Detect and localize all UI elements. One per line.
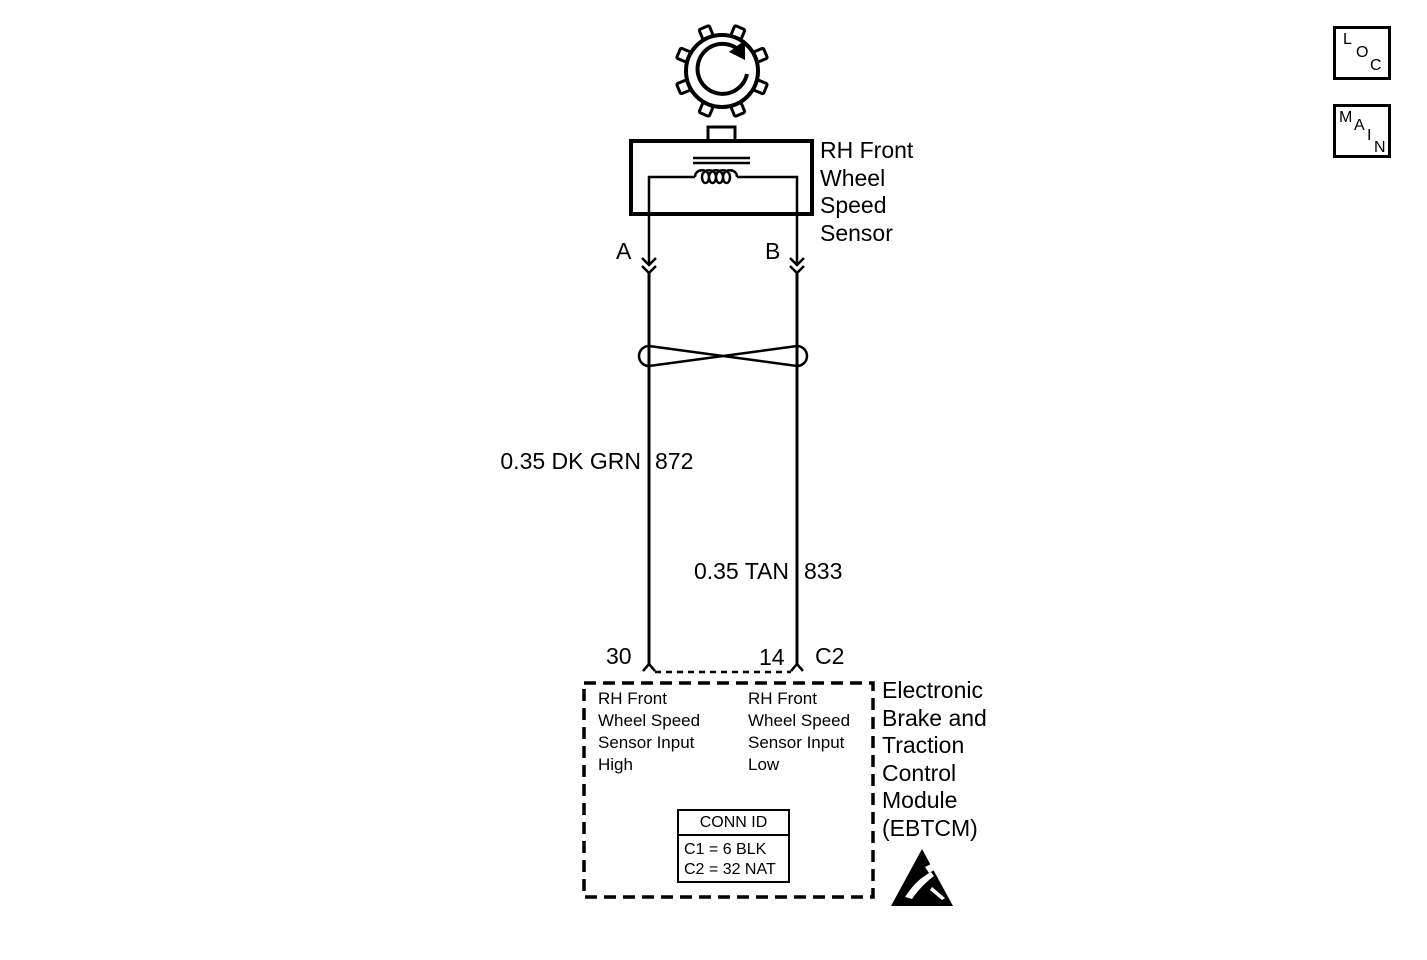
- connector-id-table: CONN ID C1 = 6 BLK C2 = 32 NAT: [677, 809, 790, 883]
- connector-id-row: C1 = 6 BLK: [684, 841, 767, 858]
- module-name-line: Traction: [882, 732, 965, 758]
- sensor-pin-b-label: B: [765, 238, 781, 264]
- sensor-pin-a-label: A: [616, 238, 632, 264]
- module-name-line: Module: [882, 787, 958, 813]
- circuit-wires: [647, 273, 799, 665]
- nav-loc-letter-l: L: [1343, 31, 1352, 48]
- input-high-line: RH Front: [598, 689, 667, 708]
- module-pin-14-label: 14: [759, 644, 785, 670]
- nav-main-letter-a: A: [1354, 117, 1365, 134]
- module-connector-terminals: [642, 662, 804, 674]
- nav-main-letter-i: I: [1367, 127, 1372, 144]
- wire-1-color-label: 0.35 DK GRN: [500, 448, 641, 474]
- connector-id-title: CONN ID: [679, 811, 788, 836]
- input-high-description: RH Front Wheel Speed Sensor Input High: [598, 688, 700, 776]
- module-name-label: Electronic Brake and Traction Control Mo…: [882, 677, 987, 842]
- nav-loc-letter-o: O: [1356, 44, 1369, 61]
- wire-2-color-label: 0.35 TAN: [693, 558, 789, 584]
- location-view-button[interactable]: L O C: [1333, 26, 1391, 80]
- sensor-name-line: RH Front: [820, 137, 914, 163]
- nav-main-letter-m: M: [1339, 109, 1353, 126]
- module-name-line: Electronic: [882, 677, 983, 703]
- input-low-line: Low: [748, 755, 780, 774]
- input-low-description: RH Front Wheel Speed Sensor Input Low: [748, 688, 850, 776]
- wire-1-circuit-label: 872: [655, 448, 694, 474]
- sensor-name-line: Wheel: [820, 164, 886, 191]
- module-connector-label: C2: [815, 643, 845, 669]
- input-high-line: Sensor Input: [598, 733, 695, 752]
- nav-main-letter-n: N: [1374, 139, 1386, 156]
- connector-id-row: C2 = 32 NAT: [684, 861, 776, 878]
- module-name-line: Control: [882, 759, 957, 786]
- module-name-line: Brake and: [882, 704, 987, 731]
- module-pin-30-label: 30: [606, 643, 632, 669]
- sensor-name-line: Speed: [820, 192, 887, 218]
- input-high-line: Wheel Speed: [598, 711, 701, 730]
- esd-warning-icon: [891, 849, 953, 906]
- input-low-line: Sensor Input: [748, 733, 845, 752]
- module-name-line: (EBTCM): [882, 814, 978, 841]
- input-high-line: High: [598, 755, 633, 774]
- sensor-name-label: RH Front Wheel Speed Sensor: [820, 137, 913, 247]
- sensor-name-line: Sensor: [820, 219, 893, 246]
- input-low-line: Wheel Speed: [748, 711, 851, 730]
- ebtcm-module-outline: [582, 681, 875, 899]
- nav-loc-letter-c: C: [1370, 57, 1382, 74]
- sensor-coil-icon: [647, 156, 799, 263]
- input-low-line: RH Front: [748, 689, 817, 708]
- reluctor-wheel-icon: [675, 24, 769, 118]
- twisted-pair-symbol: [637, 344, 809, 368]
- main-menu-button[interactable]: M A I N: [1333, 104, 1391, 158]
- wire-2-circuit-label: 833: [804, 558, 843, 584]
